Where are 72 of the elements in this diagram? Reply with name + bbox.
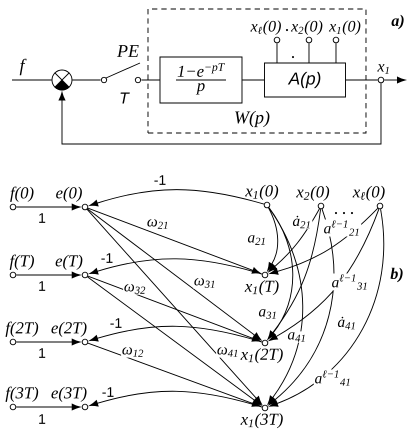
panel-label: b) [390,268,403,282]
arrow [90,326,262,342]
node-label: x$_{1}$ [377,64,389,74]
arrow [268,208,322,340]
node-label: x$_{ℓ}$(0) [352,186,385,201]
edge-label: -1 [100,386,116,398]
arrow [87,276,262,406]
node-label: x$_{1}$(3T) [240,413,283,428]
node-label: x$_{ℓ}$(0) [250,20,281,35]
node-label: x$_{1}$(2T) [240,348,283,364]
node-label: x$_{1}$(0) [245,184,278,200]
edge-label: 1 [37,212,47,224]
arrow [267,207,278,272]
connector-line [276,42,278,64]
edge-label: -1 [152,174,168,186]
edge-label: a$^{ℓ−1}$21 [322,220,362,236]
edge-label: ω$_{12}$ [121,346,145,358]
edge-label: ω$_{21}$ [146,218,170,230]
edge-label: a$^{ℓ−1}$31 [330,273,370,291]
arrow [90,189,264,206]
node-label: e(T) [56,254,82,270]
edge-label: 1 [37,280,47,292]
transfer-function-box: 1−e$^{−pT}$ p [160,56,242,104]
summing-junction [52,70,72,90]
node-label: f(T) [10,254,34,270]
edge-label: ȧ$_{21}$ [292,214,312,230]
transfer-function-box: A(p) [264,62,346,98]
arrow [16,404,80,410]
arrow [384,76,406,84]
edge-label: ω$_{32}$ [123,283,147,295]
node-label: x$_{2}$(0) [290,20,322,35]
connector-line [308,42,310,64]
arrow [268,207,304,404]
arrow [16,204,80,210]
arrow [90,390,262,408]
node-label: e(0) [56,186,82,202]
arrow [88,208,261,274]
node-label: x$_{2}$(0) [296,186,330,201]
arrow [268,208,320,272]
node-label: e(3T) [51,386,87,402]
arrow [16,272,80,278]
panel-label: a) [392,14,404,30]
node-label: f(2T) [6,322,38,337]
node-label: x$_{1}$(T) [244,280,279,296]
arrow [270,208,378,275]
arrow [88,276,261,342]
arrow [86,208,262,405]
edge-label: f [18,58,27,76]
arrow [90,258,262,275]
edge-label: ȧ$_{41}$ [336,316,358,330]
node-label: f(3T) [6,386,38,402]
arrow [269,208,384,407]
edge-label: -1 [108,317,124,329]
arrow [16,338,80,346]
edge-label: 1 [37,347,47,359]
node-label: x$_{1}$(0) [328,20,360,35]
edge-label: ω$_{31}$ [193,277,217,289]
arrow [269,208,380,341]
edge-label: 1 [37,413,47,425]
feedback-arrow [58,82,382,144]
edge-label: a$_{31}$ [258,308,278,320]
arrow [88,342,261,407]
node-label: f(0) [10,186,34,202]
edge-label: -1 [100,252,114,264]
switch-label: PE [116,45,139,57]
edge-label: a$_{21}$ [246,234,268,246]
arrow [87,208,262,340]
edge-label: a$_{41}$ [286,331,308,343]
edge-label: a$^{ℓ−1}$41 [314,370,352,386]
switch-label: T [120,92,130,104]
node-label: e(2T) [51,322,87,337]
edge-label: ω$_{41}$ [216,346,240,358]
